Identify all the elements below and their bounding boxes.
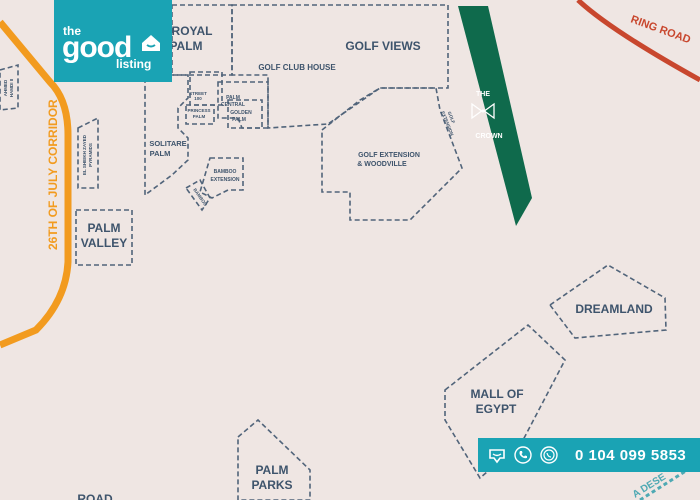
house-icon <box>142 35 160 51</box>
zone-ahmed-hamdi <box>0 63 19 111</box>
golden-palm-label-2: PALM <box>232 117 246 123</box>
logo-the: the <box>63 24 81 38</box>
golf-club-house-label: GOLF CLUB HOUSE <box>258 63 336 72</box>
ahmed-hamdi-label-2: HAMDI II <box>9 79 14 98</box>
corridor-label: 26TH OF JULY CORRIDOR <box>46 99 60 250</box>
royal-palm-label-1: ROYAL <box>172 24 213 38</box>
phone-number[interactable]: 0 104 099 5853 <box>575 446 687 464</box>
ahmed-hamdi-label-1: AHMED <box>3 79 8 96</box>
zone-golden-palm <box>227 99 263 129</box>
bottom-left-label: ROAD <box>77 492 113 500</box>
zone-bamboo-extension <box>199 157 244 199</box>
golf-extension-label-1: GOLF EXTENSION <box>358 152 420 159</box>
zone-bamboo <box>184 178 211 212</box>
street-100-label-2: 100 <box>194 96 202 101</box>
crown-label-2: CROWN <box>475 133 502 140</box>
princess-palm-label-2: PALM <box>193 114 206 119</box>
golf-extension-label-3: GOLF <box>447 111 456 125</box>
street-100-label-1: STREET <box>189 91 207 96</box>
solitare-palm-label-2: PALM <box>150 149 171 158</box>
zone-sheikh-zayed <box>77 116 99 189</box>
whatsapp-icon[interactable] <box>539 445 559 465</box>
crown-icon <box>471 102 495 120</box>
ring-road <box>576 0 700 83</box>
zone-west-cluster <box>144 74 189 197</box>
brand-logo[interactable]: the good listing <box>54 0 172 82</box>
golf-extension-label-2: & WOODVILLE <box>357 161 407 168</box>
zone-dreamland <box>548 264 667 339</box>
bamboo-extension-label-2: EXTENSION <box>211 177 240 183</box>
sheikh-zayed-label-2: PYRAMIDS <box>88 143 93 167</box>
princess-palm-label-1: PRINCESS <box>187 108 210 113</box>
crown-label-1: THE <box>476 91 490 98</box>
palm-valley-label-1: PALM <box>87 221 120 235</box>
zone-the-crown <box>458 6 532 226</box>
logo-listing: listing <box>116 57 152 71</box>
palm-central-label-1: PALM <box>226 95 240 101</box>
palm-parks-label-2: PARKS <box>251 478 292 492</box>
golden-palm-label-1: GOLDEN <box>230 110 252 116</box>
zone-palm-parks <box>237 418 311 500</box>
contact-bar: 0 104 099 5853 <box>478 438 700 472</box>
palm-valley-label-2: VALLEY <box>81 236 127 250</box>
zone-princess-palm <box>185 104 215 125</box>
dreamland-label: DREAMLAND <box>575 302 653 316</box>
zone-street-100 <box>189 71 223 106</box>
palm-parks-label-1: PALM <box>255 463 288 477</box>
corridor-road <box>0 19 72 349</box>
royal-palm-label-2: PALM <box>169 39 202 53</box>
bamboo-extension-label-1: BAMBOO <box>214 169 237 175</box>
phone-icon[interactable] <box>513 445 533 465</box>
golf-views-label: GOLF VIEWS <box>345 39 420 53</box>
logo-good: good <box>62 31 132 64</box>
zone-golf-extension <box>321 87 463 221</box>
chat-icon[interactable] <box>487 445 507 465</box>
palm-central-label-2: CENTRAL <box>221 102 245 108</box>
mall-of-egypt-label-2: EGYPT <box>476 402 517 416</box>
solitare-palm-label-1: SOLITARE <box>149 139 186 148</box>
mall-of-egypt-label-1: MALL OF <box>470 387 523 401</box>
zone-golf-views <box>231 4 449 129</box>
sheikh-zayed-label-1: EL SHEIKH ZAYED <box>82 134 87 175</box>
zone-palm-valley <box>75 209 133 266</box>
